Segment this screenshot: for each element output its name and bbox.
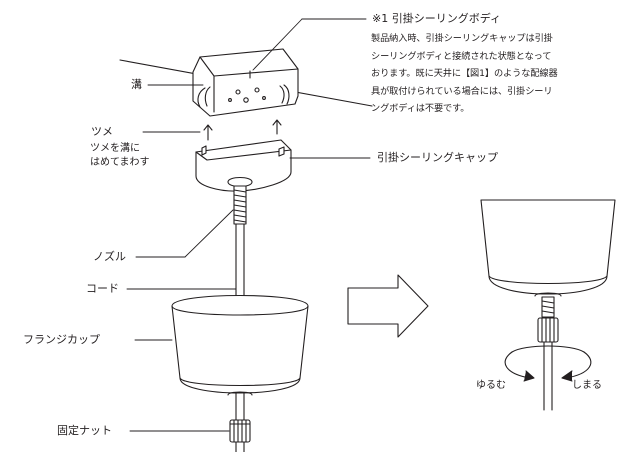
tab-instruction-line-2: はめてまわす bbox=[90, 157, 150, 168]
note-line: おります。既に天井に【図1】のような配線器 bbox=[371, 68, 558, 79]
detail-nut-assembly bbox=[537, 296, 559, 411]
cord-label: コード bbox=[86, 282, 119, 295]
ceiling-cap-label: 引掛シーリングキャップ bbox=[377, 151, 498, 164]
assembly-arrows bbox=[203, 119, 282, 141]
nozzle-drawing bbox=[233, 185, 247, 225]
groove-label: 溝 bbox=[131, 78, 142, 91]
ceiling-body-drawing bbox=[192, 48, 299, 117]
process-arrow-icon bbox=[347, 274, 429, 338]
tab-instruction-line-1: ツメを溝に bbox=[90, 143, 140, 154]
tab-label: ツメ bbox=[91, 125, 113, 138]
fixing-nut-drawing bbox=[229, 419, 251, 443]
ceiling-body-label: ※1 引掛シーリングボディ bbox=[372, 12, 501, 25]
note-line: シーリングボディと接続された状態となって bbox=[371, 50, 552, 62]
flange-cup-label: フランジカップ bbox=[23, 333, 100, 346]
ceiling-cap-drawing bbox=[195, 139, 292, 192]
loosen-label: ゆるむ bbox=[476, 380, 506, 391]
installation-note: 製品納入時、引掛シーリングキャップは引掛 シーリングボディと接続された状態となっ… bbox=[371, 30, 633, 118]
note-line: 製品納入時、引掛シーリングキャップは引掛 bbox=[371, 33, 553, 44]
nozzle-label: ノズル bbox=[93, 250, 126, 263]
flange-cup-drawing bbox=[171, 295, 309, 396]
leader-lines bbox=[126, 18, 371, 432]
tighten-label: しまる bbox=[572, 380, 602, 391]
detail-flange-cup bbox=[480, 199, 616, 297]
rotation-arrows-icon bbox=[504, 345, 592, 382]
note-line: ングボディは不要です。 bbox=[371, 103, 470, 114]
fixing-nut-label: 固定ナット bbox=[57, 424, 112, 437]
note-line: 具が取付けられている場合には、引掛シーリ bbox=[371, 85, 553, 97]
